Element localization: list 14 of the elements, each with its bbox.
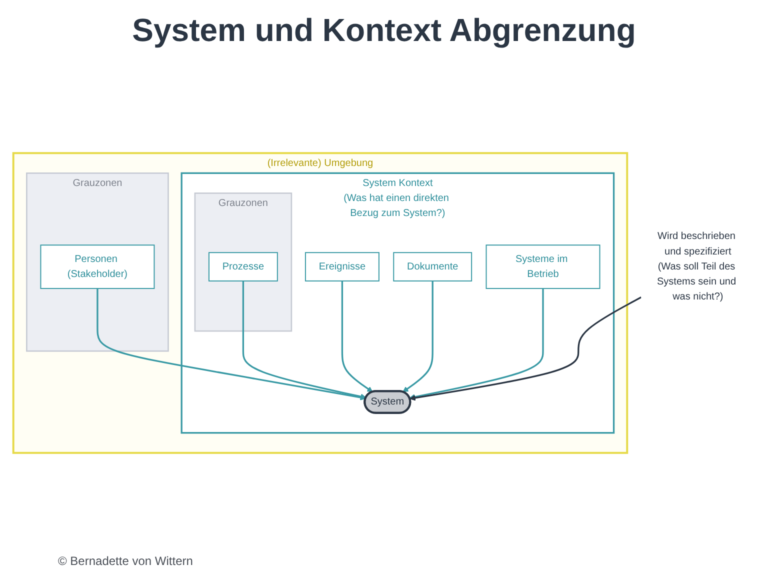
arrow [341, 280, 373, 392]
arrow [96, 288, 366, 400]
arrow [409, 288, 544, 400]
node-text: Wird beschrieben und spezifiziert (Was soll Teil des Systems sein und was nicht?) [656, 230, 736, 302]
node-box: Systeme im Betrieb [486, 244, 600, 289]
arrow [402, 280, 434, 392]
node-box: Personen (Stakeholder) [40, 244, 155, 289]
node-box: Dokumente [393, 252, 472, 282]
copyright-notice: © Bernadette von Wittern [58, 554, 193, 568]
arrow [410, 296, 642, 401]
arrow [242, 280, 366, 400]
node-box: Prozesse [208, 252, 278, 282]
node-box: Ereignisse [304, 252, 380, 282]
diagram-title: System und Kontext Abgrenzung [132, 12, 636, 49]
